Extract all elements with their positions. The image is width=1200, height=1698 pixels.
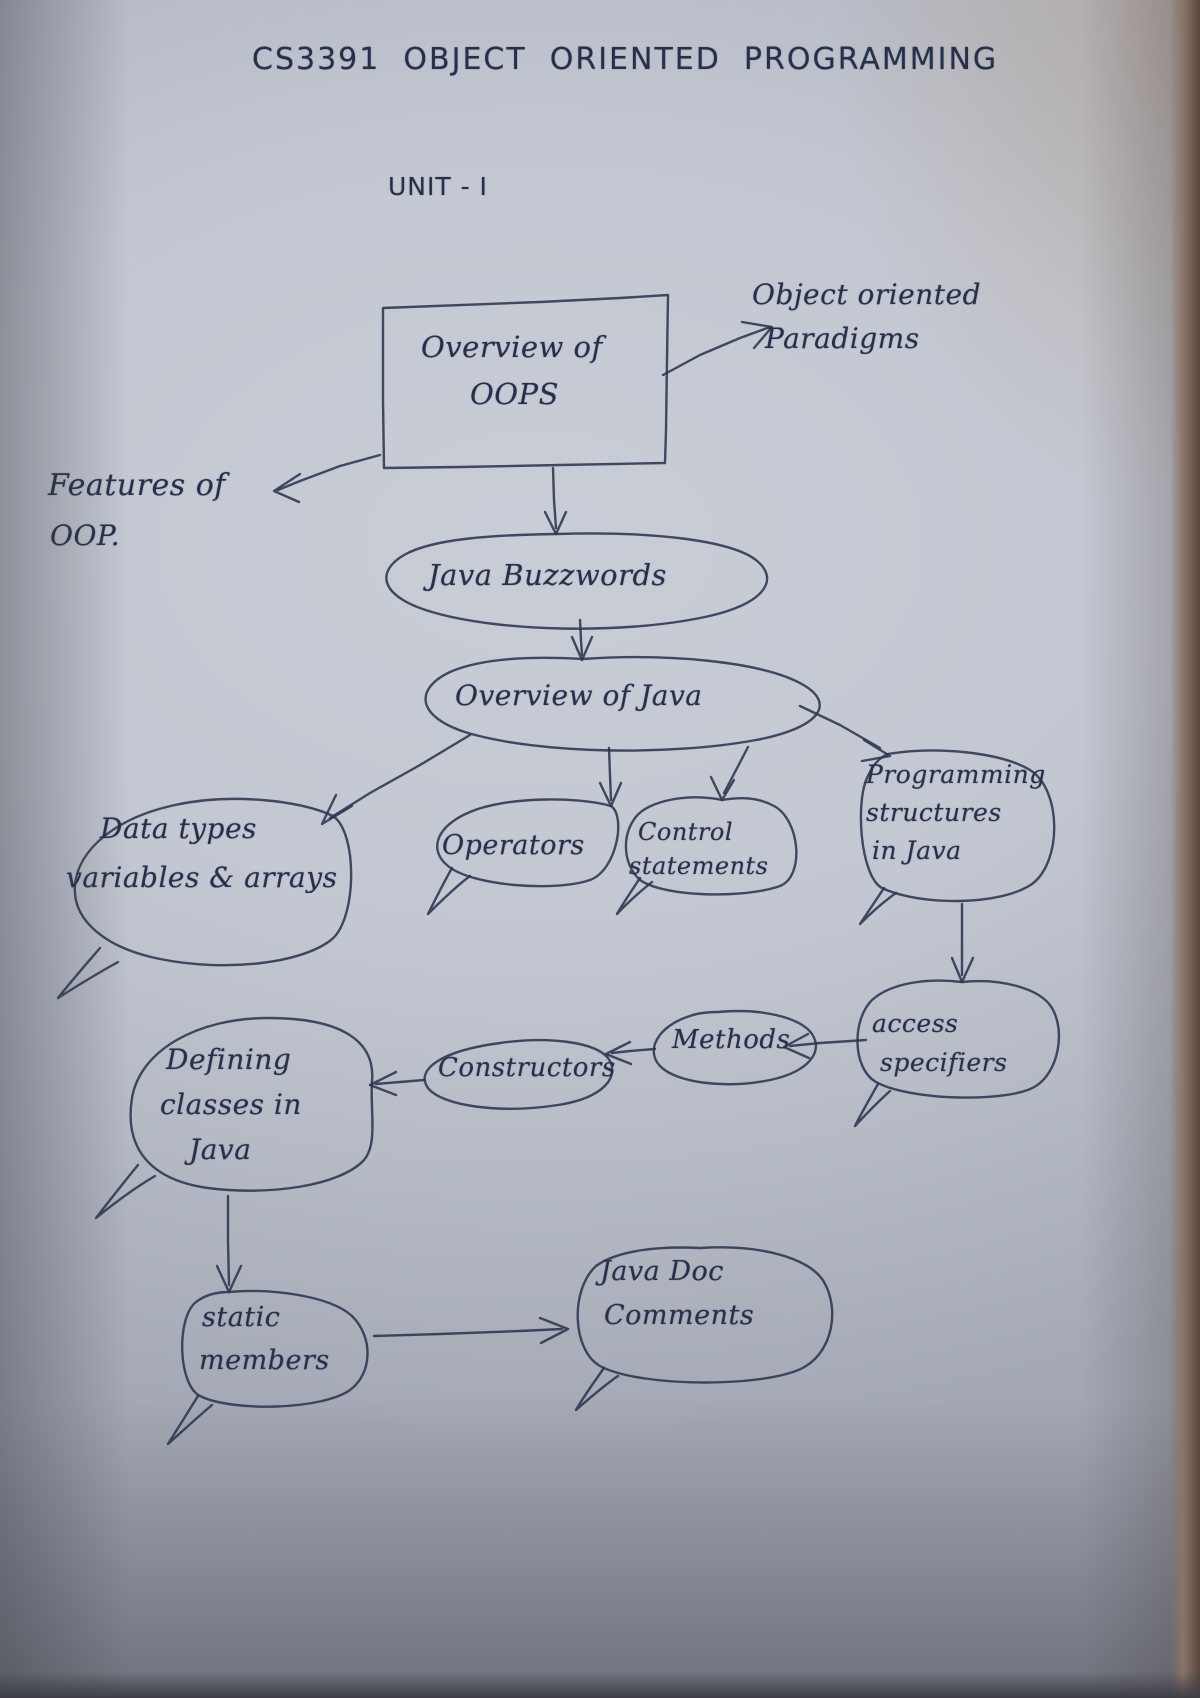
node-control-line1: Control	[638, 818, 734, 846]
shape-methods-ellipse	[652, 1009, 818, 1086]
edge-constructors-to-defining	[374, 1078, 426, 1086]
node-prog-structures-line1: Programming	[866, 760, 1046, 789]
node-oo-paradigms-line1: Object oriented	[752, 278, 982, 311]
node-defining-classes-line3: Java	[189, 1133, 252, 1166]
tail-control	[615, 876, 654, 916]
edge-oops-to-buzzwords	[551, 466, 558, 530]
shape-java-buzzwords-ellipse	[385, 532, 769, 630]
node-oo-paradigms-line2: Paradigms	[765, 322, 920, 355]
shape-operators-callout	[436, 798, 620, 888]
node-constructors-label: Constructors	[438, 1053, 616, 1083]
node-overview-oops-line2: OOPS	[470, 377, 559, 411]
node-defining-classes-line2: classes in	[160, 1088, 302, 1121]
node-access-specifiers-line2: specifiers	[880, 1048, 1008, 1077]
node-prog-structures-line2: structures	[866, 798, 1002, 827]
node-control-line2: statements	[629, 852, 769, 880]
tail-defining-classes	[94, 1163, 157, 1220]
shape-prog-structures-callout	[859, 749, 1056, 903]
arrowhead-defining	[368, 1070, 398, 1097]
node-overview-java-label: Overview of Java	[455, 679, 703, 712]
tail-static-members	[166, 1394, 214, 1446]
arrowhead-datatypes	[320, 793, 354, 826]
shape-access-specifiers-callout	[856, 979, 1061, 1099]
shape-constructors-ellipse	[423, 1038, 614, 1110]
node-static-members-line2: members	[199, 1345, 330, 1376]
node-java-buzzwords-label: Java Buzzwords	[428, 558, 667, 592]
arrowhead-methods	[782, 1032, 811, 1060]
arrowhead-javadoc	[538, 1316, 570, 1345]
node-data-types-line1: Data types	[100, 812, 257, 845]
node-operators-label: Operators	[442, 830, 585, 861]
node-access-specifiers-line1: access	[872, 1009, 959, 1038]
shape-control-callout	[624, 796, 798, 896]
edge-methods-to-constructors	[610, 1047, 657, 1055]
edge-static-to-javadoc	[372, 1327, 564, 1338]
node-static-members-line1: static	[202, 1302, 281, 1333]
node-features-oop-line2: OOP.	[50, 519, 120, 552]
edge-overviewjava-to-operators	[607, 746, 613, 802]
edge-defining-to-static	[226, 1194, 231, 1287]
edge-buzzwords-to-overviewjava	[578, 618, 584, 657]
arrowhead-paradigms	[740, 320, 774, 350]
shape-overview-oops-rect	[381, 293, 670, 470]
shape-defining-classes-callout	[129, 1016, 374, 1192]
arrowhead-progstruct	[860, 738, 892, 763]
node-javadoc-line2: Comments	[604, 1300, 755, 1331]
tail-prog-structures	[858, 886, 898, 926]
node-javadoc-line1: Java Doc	[600, 1256, 724, 1287]
node-defining-classes-line1: Defining	[166, 1043, 292, 1076]
edge-oops-to-features	[276, 453, 382, 492]
shape-data-types-callout	[73, 797, 353, 967]
tail-data-types	[56, 946, 120, 1000]
shape-javadoc-callout	[576, 1246, 834, 1384]
unit-label: UNIT - I	[388, 172, 488, 201]
shape-static-members-callout	[180, 1289, 369, 1408]
edge-overviewjava-to-control	[722, 745, 750, 795]
node-methods-label: Methods	[672, 1025, 791, 1055]
edge-overviewjava-to-datatypes	[328, 733, 472, 820]
node-data-types-line2: variables & arrays	[66, 861, 338, 894]
tail-operators	[426, 866, 472, 916]
page-title: CS3391 OBJECT ORIENTED PROGRAMMING	[252, 42, 999, 77]
arrowhead-features	[272, 472, 302, 504]
node-overview-oops-line1: Overview of	[421, 330, 603, 364]
edge-oops-to-paradigms	[661, 325, 772, 377]
node-prog-structures-line3: in Java	[872, 836, 962, 865]
edge-access-to-methods	[788, 1038, 868, 1048]
tail-access-specifiers	[853, 1082, 892, 1128]
tail-javadoc	[574, 1366, 620, 1412]
shape-overview-java-ellipse	[424, 655, 821, 752]
node-features-oop-line1: Features of	[48, 468, 226, 503]
arrowhead-constructors	[604, 1040, 633, 1066]
